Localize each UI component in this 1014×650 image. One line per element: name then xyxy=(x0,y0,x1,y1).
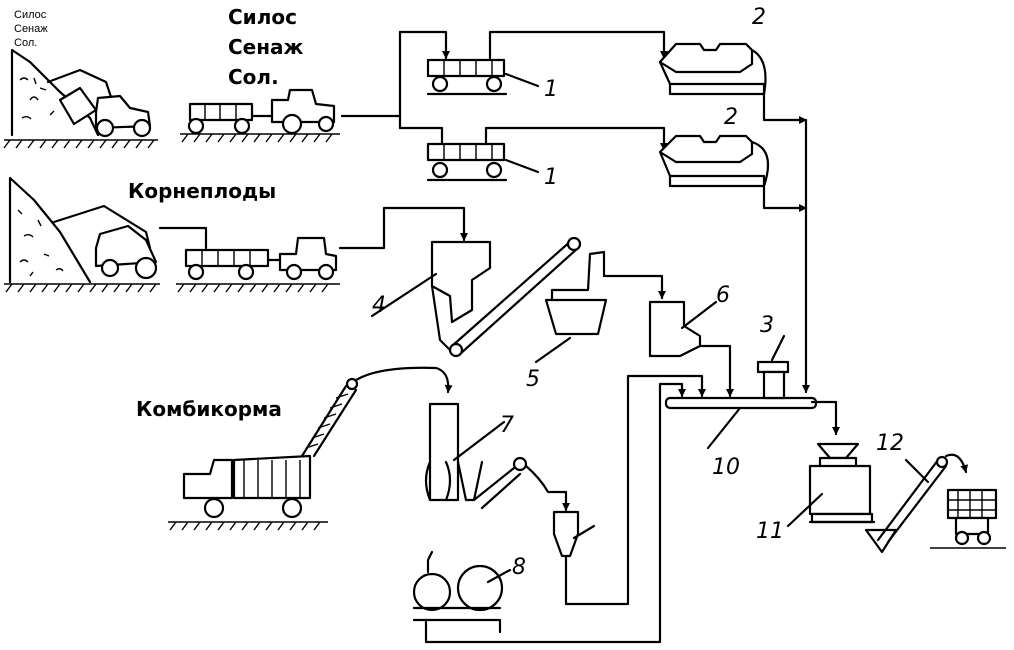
cyclone-8-output xyxy=(552,374,706,606)
root-crops-truck xyxy=(158,206,468,293)
label-1-lower: 1 xyxy=(544,165,558,190)
silage-label-large: Силос Сенаж Сол. xyxy=(228,5,304,89)
hopper-6 xyxy=(648,300,734,398)
root-crops-label: Корнеплоды xyxy=(128,179,276,203)
label-7: 7 xyxy=(500,413,514,438)
svg-text:Силос: Силос xyxy=(228,5,297,29)
svg-text:Силос: Силос xyxy=(14,9,47,21)
silage-pile-loader xyxy=(3,48,158,149)
unit-3 xyxy=(756,334,790,400)
silage-truck-trailer xyxy=(180,88,340,143)
mixer-7 xyxy=(424,402,570,512)
root-crops-pile-loader xyxy=(4,176,160,293)
compound-feed-label: Комбикорма xyxy=(136,397,282,421)
label-3: 3 xyxy=(760,313,774,338)
label-5: 5 xyxy=(526,367,540,392)
svg-text:Сол.: Сол. xyxy=(228,65,279,89)
label-2-upper: 2 xyxy=(752,5,766,30)
feeder-2-upper xyxy=(658,42,808,124)
svg-text:Сенаж: Сенаж xyxy=(14,23,48,35)
svg-text:Сенаж: Сенаж xyxy=(228,35,304,59)
washer-4 xyxy=(370,236,582,358)
feed-truck-receiver xyxy=(930,488,1006,549)
label-6: 6 xyxy=(716,283,730,308)
label-4: 4 xyxy=(372,293,386,318)
conveyor-cart-1-lower xyxy=(426,142,540,182)
silage-flow-lines xyxy=(340,30,668,152)
conveyor-cart-1-upper xyxy=(426,58,540,96)
compound-feed-truck xyxy=(168,366,453,531)
label-1-upper: 1 xyxy=(544,77,558,102)
label-10: 10 xyxy=(712,455,740,480)
distributor-11 xyxy=(786,442,876,528)
collecting-conveyor-10 xyxy=(664,396,840,450)
feeder-2-lower xyxy=(658,134,808,212)
tanks-8 xyxy=(412,382,686,644)
label-12: 12 xyxy=(876,431,904,456)
label-2-lower: 2 xyxy=(724,105,738,130)
label-8: 8 xyxy=(512,555,526,580)
svg-text:Сол.: Сол. xyxy=(14,37,37,49)
loader-12 xyxy=(864,453,969,554)
silage-label-small: Силос Сенаж Сол. xyxy=(14,9,48,49)
label-11: 11 xyxy=(756,519,784,544)
shredder-5 xyxy=(534,250,666,364)
